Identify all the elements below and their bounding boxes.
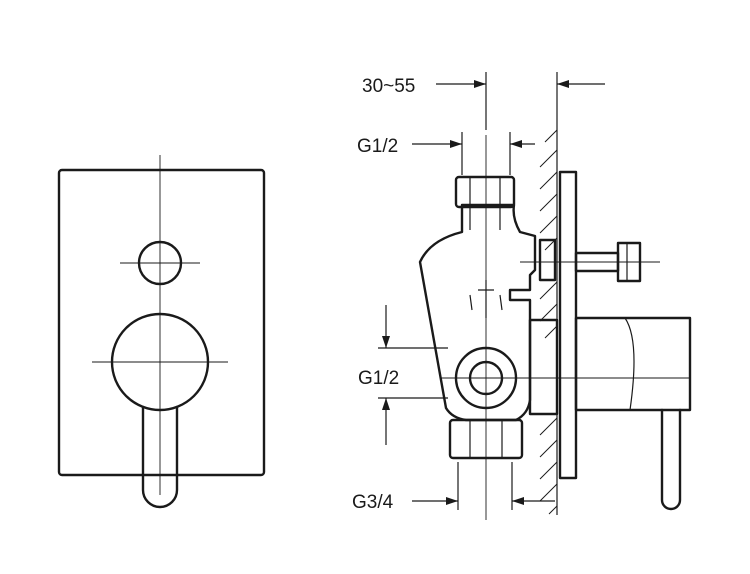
handle-lever-side	[660, 408, 682, 511]
handle-lever	[141, 405, 179, 509]
handle-side-body	[574, 316, 692, 412]
cartridge-housing	[528, 318, 559, 416]
front-view	[57, 155, 266, 509]
dimensions: 30~55 G1/2 G1/2 G3/4	[352, 72, 605, 513]
front-cover-plate	[57, 168, 266, 477]
diverter-hex	[538, 238, 557, 282]
diverter-cap	[616, 241, 642, 283]
bottom-connection-nut	[448, 418, 524, 460]
valve-body	[418, 203, 537, 422]
wall-hatching	[539, 118, 558, 515]
top-connection-label: G1/2	[357, 136, 398, 157]
side-view	[418, 118, 692, 520]
bottom-connection-label: G3/4	[352, 492, 394, 513]
side-connection-label: G1/2	[358, 368, 399, 389]
top-connection-nut	[454, 175, 516, 209]
depth-range-label: 30~55	[362, 76, 415, 97]
cover-plate-side	[558, 170, 578, 480]
